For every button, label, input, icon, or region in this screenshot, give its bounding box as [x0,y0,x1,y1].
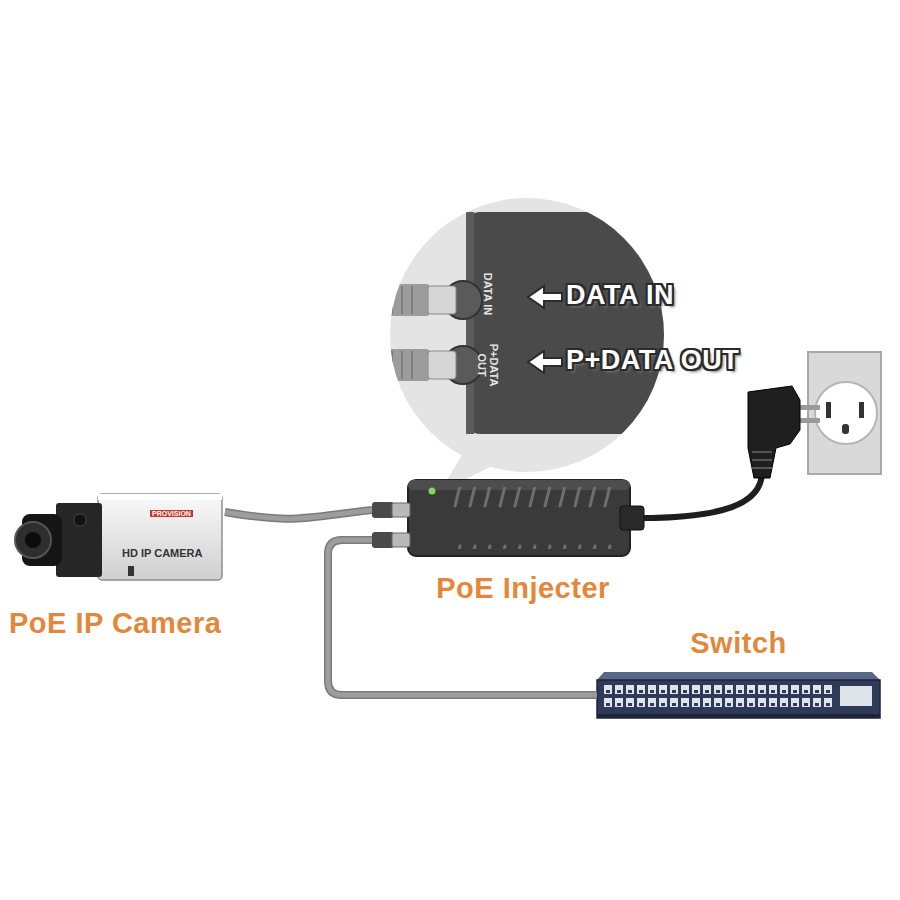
cable-outline [328,540,597,695]
cable-outline [225,510,372,519]
outlet-face [815,382,877,444]
callout-label: P+DATA OUT [566,345,739,376]
injector-node: PoE Injecter [372,478,630,558]
rj45-plug [372,532,410,548]
power-cord [640,472,762,518]
switch-node: Switch [597,673,880,718]
brand-print: PROVISION [150,510,193,517]
lens-iris [25,532,41,548]
rj45-plug [372,502,410,518]
camera-node: PoE IP Camera [15,490,225,585]
cable-core [328,540,597,695]
outlet-ground [842,424,849,434]
focus-knob [74,514,86,526]
camera-top [98,494,222,500]
lens-glass [15,522,51,558]
node-label: Switch [597,627,880,660]
network-switch [597,672,880,718]
ip-camera [15,494,222,580]
outlet-slot [826,402,831,418]
camera-body [98,494,222,580]
camera-button [128,566,134,576]
camera-front [56,503,102,577]
pointer-arrow [528,351,562,373]
pointer-arrow [528,286,562,308]
outlet-plate [808,352,881,474]
ethernet-cable [328,540,597,695]
ethernet-cable [225,510,372,519]
node-label: PoE IP Camera [9,607,289,640]
port-label: P+DATA OUT [476,343,500,387]
injector-body [408,480,644,556]
wall-outlet [808,352,881,474]
power-inlet [620,506,644,530]
rj45-plug [380,284,456,316]
power-plug [748,386,820,478]
port-label: DATA IN [482,272,494,316]
callout-label: DATA IN [566,280,674,311]
outlet-slot [859,402,864,418]
camera-print: HD IP CAMERA [122,547,202,559]
injector-panel [466,212,686,434]
panel-edge [466,212,474,434]
cable-core [225,510,372,519]
rj45-plug [380,349,456,381]
status-led [429,488,436,495]
node-label: PoE Injecter [394,572,652,605]
